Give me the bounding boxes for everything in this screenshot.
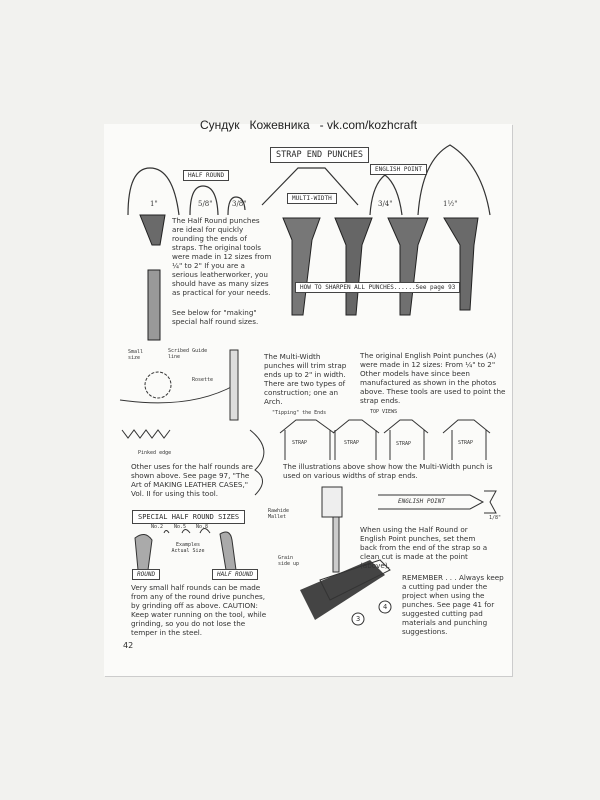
mallet-and-pad [300,486,392,626]
half-round-1in-outline [127,167,180,216]
small-size-label: Small size [128,349,144,361]
strap-label-3: STRAP [396,441,412,447]
illustrations-description: The illustrations above show how the Mul… [283,462,493,480]
english-point-strap [378,490,497,514]
multi-width-label: MULTI-WIDTH [287,193,337,204]
size-3-4: 3/4" [378,200,393,208]
very-small-description: Very small half rounds can be made from … [131,583,267,637]
eighth-inch-label: 1/8" [489,515,502,521]
document-page [104,124,512,676]
punch-photos [139,214,479,341]
half-round-punch-sketch [219,531,237,571]
strap-label-2: STRAP [344,440,360,446]
size-5-8: 5/8" [198,200,213,208]
callout-4: 4 [383,603,388,611]
half-round-3-8-outline [227,196,246,216]
round-label: ROUND [132,569,161,580]
no8-label: No.8 [196,524,209,530]
remember-note: REMEMBER . . . Always keep a cutting pad… [402,573,504,636]
grain-side-label: Grain side up [278,555,300,567]
english-point-label: ENGLISH POINT [370,164,427,175]
page-title-box: STRAP END PUNCHES [270,147,369,163]
half-round-tool [229,349,239,421]
round-punch-sketch [134,534,153,571]
half-round-5-8-outline [189,185,219,216]
top-views-label: TOP VIEWS [370,409,398,415]
size-1in: 1" [150,200,158,208]
see-below-note: See below for "making" special half roun… [172,308,259,326]
tipping-label: "Tipping" the Ends [272,410,327,416]
english-point-1-1-2-outline [417,144,491,216]
multi-width-outline [261,167,359,206]
no2-label: No.2 [151,524,164,530]
hand-sketch [249,429,265,496]
watermark: Сундук Кожевника - vk.com/kozhcraft [200,118,418,132]
mallet-label: Rawhide Mallet [268,508,290,520]
size-3-8: 3/8" [232,200,247,208]
size-1-1-2: 1½" [443,200,458,208]
strap-curve [119,384,236,404]
strap-label-4: STRAP [458,440,474,446]
scribed-label: Scribed Guide line [168,348,208,360]
strap-top-views [279,419,491,460]
page-number: 42 [123,641,134,650]
callout-3: 3 [356,615,361,623]
half-round-description: The Half Round punches are ideal for qui… [172,216,272,297]
half-round-box-label: HALF ROUND [212,569,259,580]
other-uses-description: Other uses for the half rounds are shown… [131,462,253,498]
when-using-description: When using the Half Round or English Poi… [360,525,488,570]
rosette-label: Rosette [192,377,214,383]
rosette-shape [144,371,172,399]
special-sizes-title: SPECIAL HALF ROUND SIZES [132,510,246,524]
pinked-edge-shape [121,429,171,439]
half-round-label: HALF ROUND [183,170,230,181]
english-point-arrow-label: ENGLISH POINT [398,498,445,505]
multi-width-description: The Multi-Width punches will trim strap … [264,352,347,406]
sharpen-note: HOW TO SHARPEN ALL PUNCHES......See page… [295,282,461,293]
english-point-3-4-outline [369,174,403,216]
english-point-description: The original English Point punches (A) w… [360,351,506,405]
strap-label-1: STRAP [292,440,308,446]
examples-label: Examples Actual Size [171,542,205,554]
pinked-edge-label: Pinked edge [138,450,172,456]
no5-label: No.5 [174,524,187,530]
